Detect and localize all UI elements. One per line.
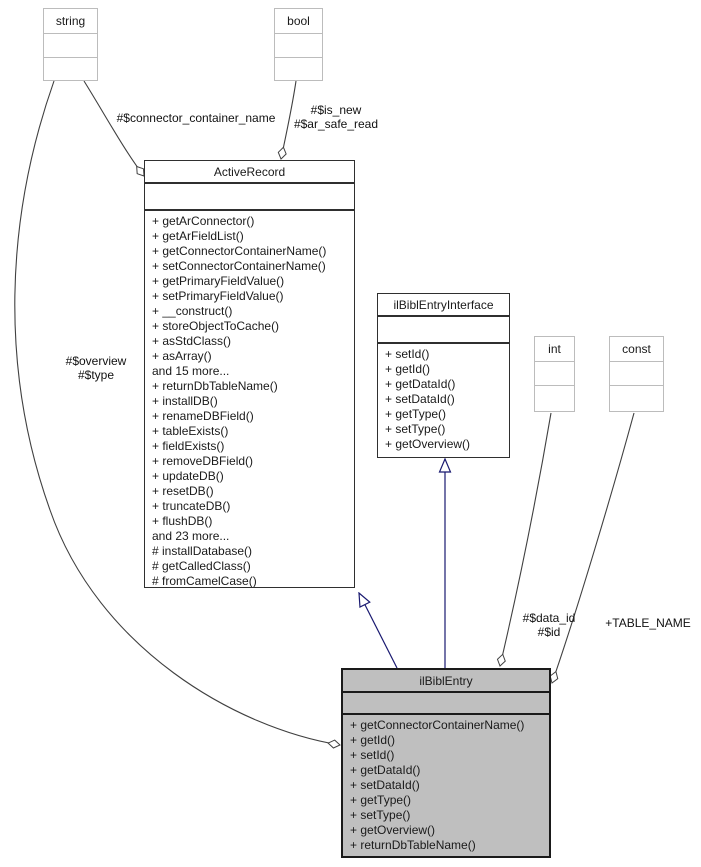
node-string: string xyxy=(43,8,98,81)
class-box-ilbiblentryinterface[interactable]: ilBiblEntryInterface + setId() + getId()… xyxy=(377,293,510,458)
class-box-ilbiblentry[interactable]: ilBiblEntry + getConnectorContainerName(… xyxy=(341,668,551,858)
edge-label-table-name: +TABLE_NAME xyxy=(605,616,691,630)
edge-ilbiblentry-activerecord-inheritance xyxy=(359,593,398,669)
node-string-methods xyxy=(44,58,97,80)
node-const: const xyxy=(609,336,664,412)
edge-string-ilbiblentry xyxy=(14,80,341,749)
class-title-ilbiblentry[interactable]: ilBiblEntry xyxy=(343,670,549,693)
node-string-attrs xyxy=(44,34,97,58)
edge-label-connector-container-name: #$connector_container_name xyxy=(116,111,276,125)
edge-int-ilbiblentry xyxy=(496,412,552,667)
edge-bool-activerecord xyxy=(277,80,297,160)
node-bool-methods xyxy=(275,58,322,80)
class-attrs-ilbiblentryinterface xyxy=(378,317,509,344)
class-attrs-activerecord xyxy=(145,184,354,211)
class-methods-activerecord: + getArConnector() + getArFieldList() + … xyxy=(152,214,327,587)
class-methods-ilbiblentry: + getConnectorContainerName() + getId() … xyxy=(350,718,525,852)
node-const-attrs xyxy=(610,362,663,386)
node-const-methods xyxy=(610,386,663,411)
node-int: int xyxy=(534,336,575,412)
edge-const-ilbiblentry xyxy=(549,412,635,684)
edge-label-overview-type: #$overview #$type xyxy=(65,354,127,382)
node-int-attrs xyxy=(535,362,574,386)
class-title-activerecord[interactable]: ActiveRecord xyxy=(145,161,354,184)
node-string-label: string xyxy=(44,9,97,34)
class-methods-ilbiblentryinterface: + setId() + getId() + getDataId() + setD… xyxy=(385,347,471,451)
class-title-ilbiblentryinterface[interactable]: ilBiblEntryInterface xyxy=(378,294,509,317)
node-int-label: int xyxy=(535,337,574,362)
edge-label-is-new-ar-safe-read: #$is_new #$ar_safe_read xyxy=(293,103,379,131)
class-box-activerecord[interactable]: ActiveRecord + getArConnector() + getArF… xyxy=(144,160,355,588)
node-int-methods xyxy=(535,386,574,411)
edge-label-data-id-id: #$data_id #$id xyxy=(522,611,576,639)
node-const-label: const xyxy=(610,337,663,362)
node-bool-label: bool xyxy=(275,9,322,34)
node-bool-attrs xyxy=(275,34,322,58)
class-attrs-ilbiblentry xyxy=(343,693,549,715)
edge-string-activerecord xyxy=(83,80,145,177)
node-bool: bool xyxy=(274,8,323,81)
